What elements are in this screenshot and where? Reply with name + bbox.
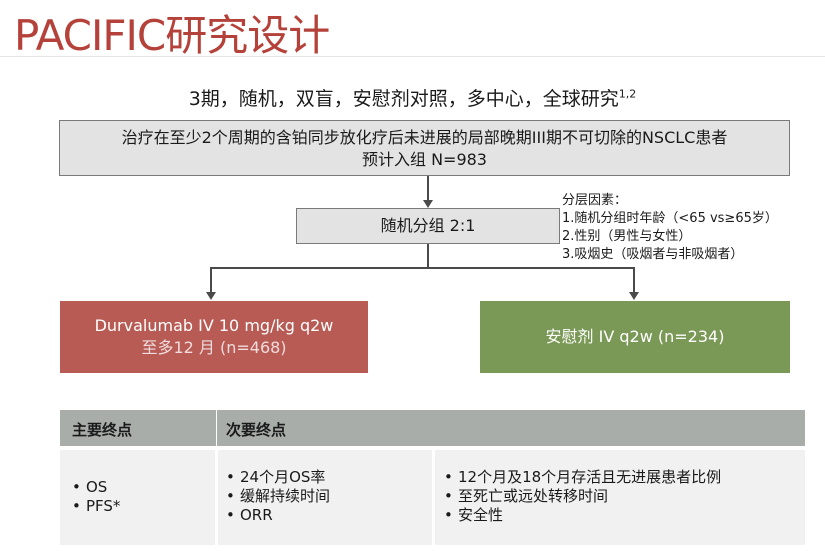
list-item: 至死亡或远处转移时间: [444, 487, 721, 506]
title-divider: [0, 56, 825, 57]
arrow-down-icon: [423, 200, 433, 208]
durvalumab-duration: 至多12 月 (n=468): [141, 338, 287, 357]
stratification-item: 2.性别（男性与女性）: [562, 229, 692, 244]
connector-line: [427, 176, 429, 200]
list-item: 24个月OS率: [226, 468, 330, 487]
primary-endpoints: OS PFS*: [72, 478, 120, 516]
connector-line: [210, 267, 212, 293]
list-item: 12个月及18个月存活且无进展患者比例: [444, 468, 721, 487]
list-item: 安全性: [444, 506, 721, 525]
connector-line: [633, 267, 635, 293]
secondary-endpoints-col2: 12个月及18个月存活且无进展患者比例 至死亡或远处转移时间 安全性: [444, 468, 721, 525]
stratification-item: 3.吸烟史（吸烟者与非吸烟者）: [562, 247, 744, 262]
stratification-item: 1.随机分组时年龄（<65 vs≥65岁）: [562, 211, 778, 226]
list-item: ORR: [226, 506, 330, 525]
randomization-box: 随机分组 2:1: [296, 208, 560, 244]
arrow-down-icon: [629, 292, 639, 300]
primary-endpoint-header: 主要终点: [72, 421, 133, 439]
eligibility-box: 治疗在至少2个周期的含铂同步放化疗后未进展的局部晚期III期不可切除的NSCLC…: [59, 120, 790, 176]
eligibility-criteria: 治疗在至少2个周期的含铂同步放化疗后未进展的局部晚期III期不可切除的NSCLC…: [121, 128, 728, 147]
table-divider: [216, 410, 217, 446]
stratification-factors: 分层因素： 1.随机分组时年龄（<65 vs≥65岁） 2.性别（男性与女性） …: [562, 192, 778, 264]
secondary-endpoint-header: 次要终点: [226, 421, 287, 439]
list-item: 缓解持续时间: [226, 487, 330, 506]
list-item: PFS*: [72, 497, 120, 516]
stratification-header: 分层因素：: [562, 193, 628, 208]
page-title: PACIFIC研究设计: [14, 11, 330, 60]
durvalumab-arm: Durvalumab IV 10 mg/kg q2w 至多12 月 (n=468…: [60, 301, 368, 373]
study-subtitle: 3期，随机，双盲，安慰剂对照，多中心，全球研究1,2: [0, 84, 825, 111]
durvalumab-regimen: Durvalumab IV 10 mg/kg q2w: [94, 316, 334, 335]
secondary-endpoints-col1: 24个月OS率 缓解持续时间 ORR: [226, 468, 330, 525]
arrow-down-icon: [206, 292, 216, 300]
endpoints-table-header: 主要终点 次要终点: [60, 410, 805, 446]
enrollment-target: 预计入组 N=983: [361, 150, 487, 169]
list-item: OS: [72, 478, 120, 497]
placebo-arm: 安慰剂 IV q2w (n=234): [480, 301, 790, 373]
subtitle-refs: 1,2: [618, 87, 637, 101]
connector-line: [427, 244, 429, 268]
table-divider: [432, 450, 435, 545]
connector-line: [210, 267, 635, 269]
subtitle-text: 3期，随机，双盲，安慰剂对照，多中心，全球研究: [188, 88, 619, 110]
table-divider: [215, 450, 218, 545]
